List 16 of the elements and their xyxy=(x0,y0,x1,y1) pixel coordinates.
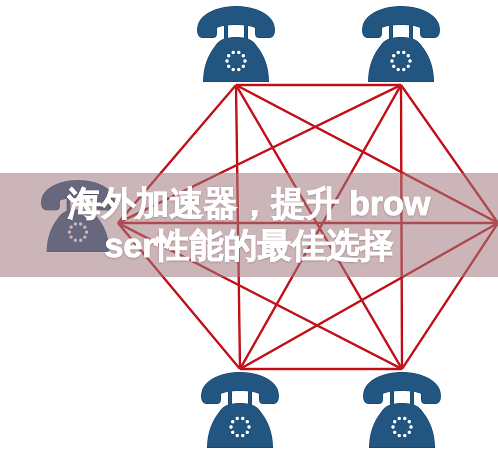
telephone-icon xyxy=(200,372,280,448)
connector-line xyxy=(118,222,498,224)
telephone-icon xyxy=(362,372,442,448)
connector-line xyxy=(236,84,401,86)
connector-line xyxy=(234,84,242,370)
connector-line xyxy=(117,222,241,370)
connector-line xyxy=(117,84,402,224)
connector-line xyxy=(117,222,403,370)
connector-line xyxy=(401,222,498,370)
telephone-icon xyxy=(361,6,441,82)
connector-line xyxy=(400,84,498,224)
connector-line xyxy=(400,85,404,369)
connector-line xyxy=(240,368,402,370)
connector-line xyxy=(235,84,498,224)
telephone-icon xyxy=(196,6,276,82)
connector-line xyxy=(239,222,498,370)
